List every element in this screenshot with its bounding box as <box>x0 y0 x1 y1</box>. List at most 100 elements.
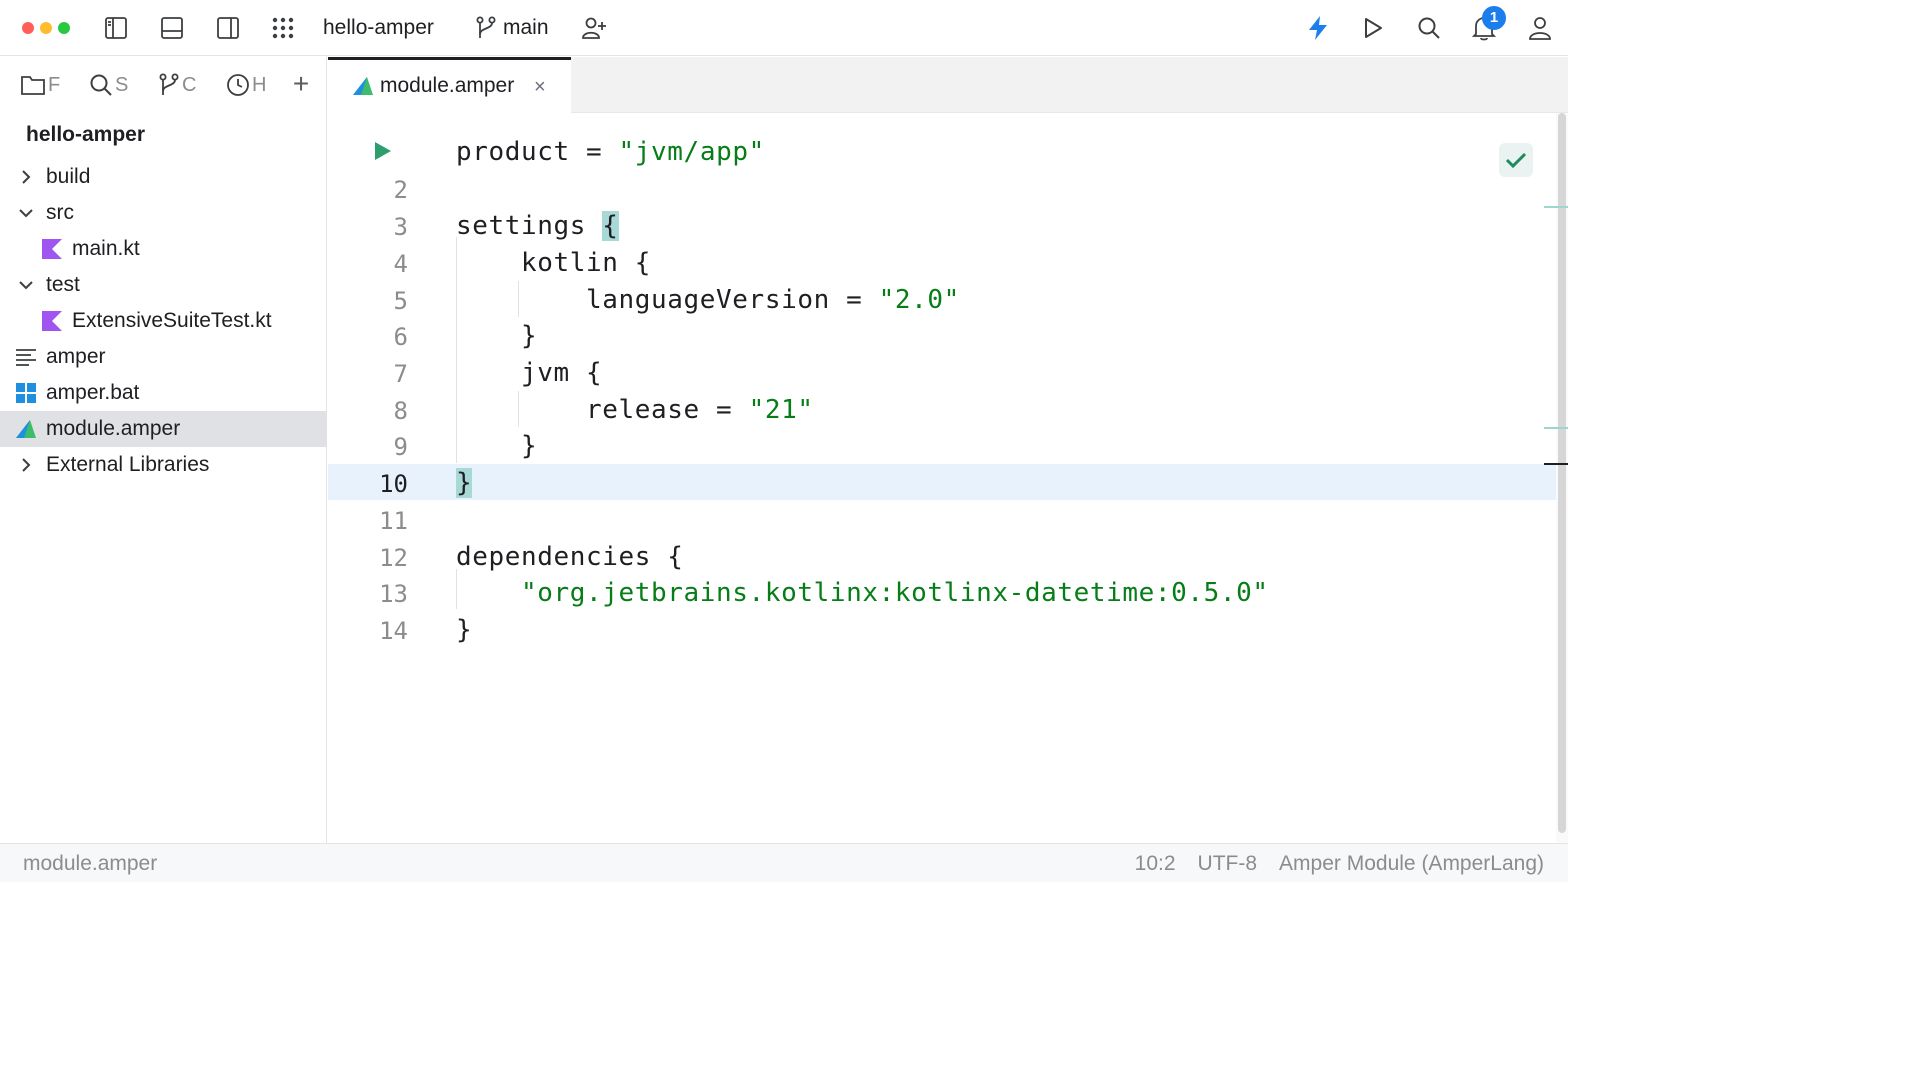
indent-guide <box>518 391 519 427</box>
chevron-down-icon[interactable] <box>16 203 36 223</box>
kotlin-file-icon <box>41 310 63 332</box>
tree-item-test[interactable]: test <box>0 267 327 303</box>
tool-window-tabs: F S C H + <box>0 57 327 113</box>
line-content: languageVersion = "2.0" <box>456 285 960 315</box>
title-bar: hello-amper main 1 <box>0 0 1568 56</box>
chevron-down-icon[interactable] <box>16 275 36 295</box>
code-line: 2 <box>328 170 1556 207</box>
notification-count-badge: 1 <box>1482 6 1506 30</box>
tree-item-build[interactable]: build <box>0 159 327 195</box>
file-language[interactable]: Amper Module (AmperLang) <box>1279 852 1544 875</box>
tab-search[interactable]: S <box>89 71 128 99</box>
tree-item-external-libraries[interactable]: External Libraries <box>0 447 327 483</box>
chevron-right-icon[interactable] <box>16 167 36 187</box>
run-gutter-icon[interactable] <box>374 141 394 161</box>
git-branch-icon <box>472 14 500 42</box>
code-line: 13 "org.jetbrains.kotlinx:kotlinx-dateti… <box>328 574 1556 611</box>
tab-label: module.amper <box>380 74 515 97</box>
close-tab-icon[interactable]: × <box>534 76 546 98</box>
tab-commit[interactable]: C <box>158 71 196 99</box>
file-encoding[interactable]: UTF-8 <box>1197 852 1258 875</box>
minimize-window-button[interactable] <box>40 22 52 34</box>
project-switcher[interactable]: hello-amper <box>323 16 434 39</box>
tree-item-label: module.amper <box>46 417 181 440</box>
tab-commit-label: C <box>182 73 197 96</box>
tree-item-amper[interactable]: amper <box>0 339 327 375</box>
tree-item-label: test <box>46 273 80 296</box>
tree-item-label: main.kt <box>72 237 140 260</box>
line-number: 2 <box>393 176 408 204</box>
tree-item-module-amper[interactable]: module.amper <box>0 411 327 447</box>
code-line-current: 10 } <box>328 464 1556 501</box>
add-tool-window-button[interactable]: + <box>292 68 310 99</box>
run-icon[interactable] <box>1359 14 1387 42</box>
line-content: jvm { <box>456 358 603 388</box>
tree-item-src[interactable]: src <box>0 195 327 231</box>
tree-item-label: External Libraries <box>46 453 210 476</box>
line-number: 4 <box>393 250 408 278</box>
tree-item-label: ExtensiveSuiteTest.kt <box>72 309 272 332</box>
code-line: product = "jvm/app" <box>328 133 1556 170</box>
line-content: } <box>456 431 538 461</box>
kotlin-file-icon <box>41 238 63 260</box>
code-line: 5 languageVersion = "2.0" <box>328 281 1556 318</box>
line-content: } <box>456 468 473 498</box>
folder-icon <box>21 76 45 95</box>
status-bar: module.amper 10:2 UTF-8 Amper Module (Am… <box>0 843 1568 882</box>
current-line-highlight <box>328 464 1556 500</box>
line-number: 14 <box>379 617 408 645</box>
caret-position[interactable]: 10:2 <box>1134 852 1176 875</box>
amper-file-icon <box>352 76 374 101</box>
code-line: 14 } <box>328 611 1556 648</box>
main-menu-grid-icon[interactable] <box>269 14 297 42</box>
code-line: 7 jvm { <box>328 354 1556 391</box>
project-root[interactable]: hello-amper <box>26 123 146 146</box>
editor-tab-bar: module.amper × <box>328 57 1568 113</box>
tab-module-amper[interactable]: module.amper × <box>328 57 571 113</box>
line-content: } <box>456 321 538 351</box>
line-number: 12 <box>379 544 408 572</box>
tab-search-label: S <box>115 73 129 96</box>
line-content: product = "jvm/app" <box>456 137 765 167</box>
line-number: 13 <box>379 580 408 608</box>
tree-item-amper-bat[interactable]: amper.bat <box>0 375 327 411</box>
code-line: 3 settings { <box>328 207 1556 244</box>
zoom-window-button[interactable] <box>58 22 70 34</box>
tab-project[interactable]: F <box>20 71 60 99</box>
add-collaborator-icon[interactable] <box>580 14 608 42</box>
amper-file-icon <box>15 418 37 440</box>
close-window-button[interactable] <box>22 22 34 34</box>
line-content: "org.jetbrains.kotlinx:kotlinx-datetime:… <box>521 578 1269 608</box>
bottom-panel-toggle-icon[interactable] <box>158 14 186 42</box>
scroll-marker[interactable] <box>1544 206 1568 208</box>
tab-history[interactable]: H <box>226 71 266 99</box>
caret-position-marker[interactable] <box>1544 463 1568 465</box>
matched-brace: } <box>456 468 473 498</box>
code-line: 4 kotlin { <box>328 244 1556 281</box>
search-icon[interactable] <box>1415 14 1443 42</box>
code-editor[interactable]: product = "jvm/app" 2 3 settings { 4 kot… <box>328 113 1568 843</box>
tree-item-label: amper.bat <box>46 381 140 404</box>
tab-history-label: H <box>252 73 267 96</box>
search-icon <box>90 74 112 96</box>
tree-item-extensive-suite-test[interactable]: ExtensiveSuiteTest.kt <box>0 303 327 339</box>
line-content: settings { <box>456 211 619 241</box>
tree-item-main-kt[interactable]: main.kt <box>0 231 327 267</box>
chevron-right-icon[interactable] <box>16 455 36 475</box>
scrollbar-thumb[interactable] <box>1558 113 1566 833</box>
inspection-ok-check-icon[interactable] <box>1499 143 1533 177</box>
line-number: 3 <box>393 213 408 241</box>
tree-item-label: build <box>46 165 91 188</box>
lightning-bolt-icon[interactable] <box>1304 14 1332 42</box>
status-file-breadcrumb[interactable]: module.amper <box>23 852 158 875</box>
line-content: release = "21" <box>456 395 814 425</box>
line-number: 9 <box>393 433 408 461</box>
account-icon[interactable] <box>1526 14 1554 42</box>
left-panel-toggle-icon[interactable] <box>102 14 130 42</box>
line-number: 11 <box>379 507 408 535</box>
code-line: 11 <box>328 501 1556 538</box>
branch-switcher[interactable]: main <box>503 16 549 39</box>
right-panel-toggle-icon[interactable] <box>214 14 242 42</box>
scroll-marker[interactable] <box>1544 427 1568 429</box>
indent-guide <box>456 237 457 463</box>
